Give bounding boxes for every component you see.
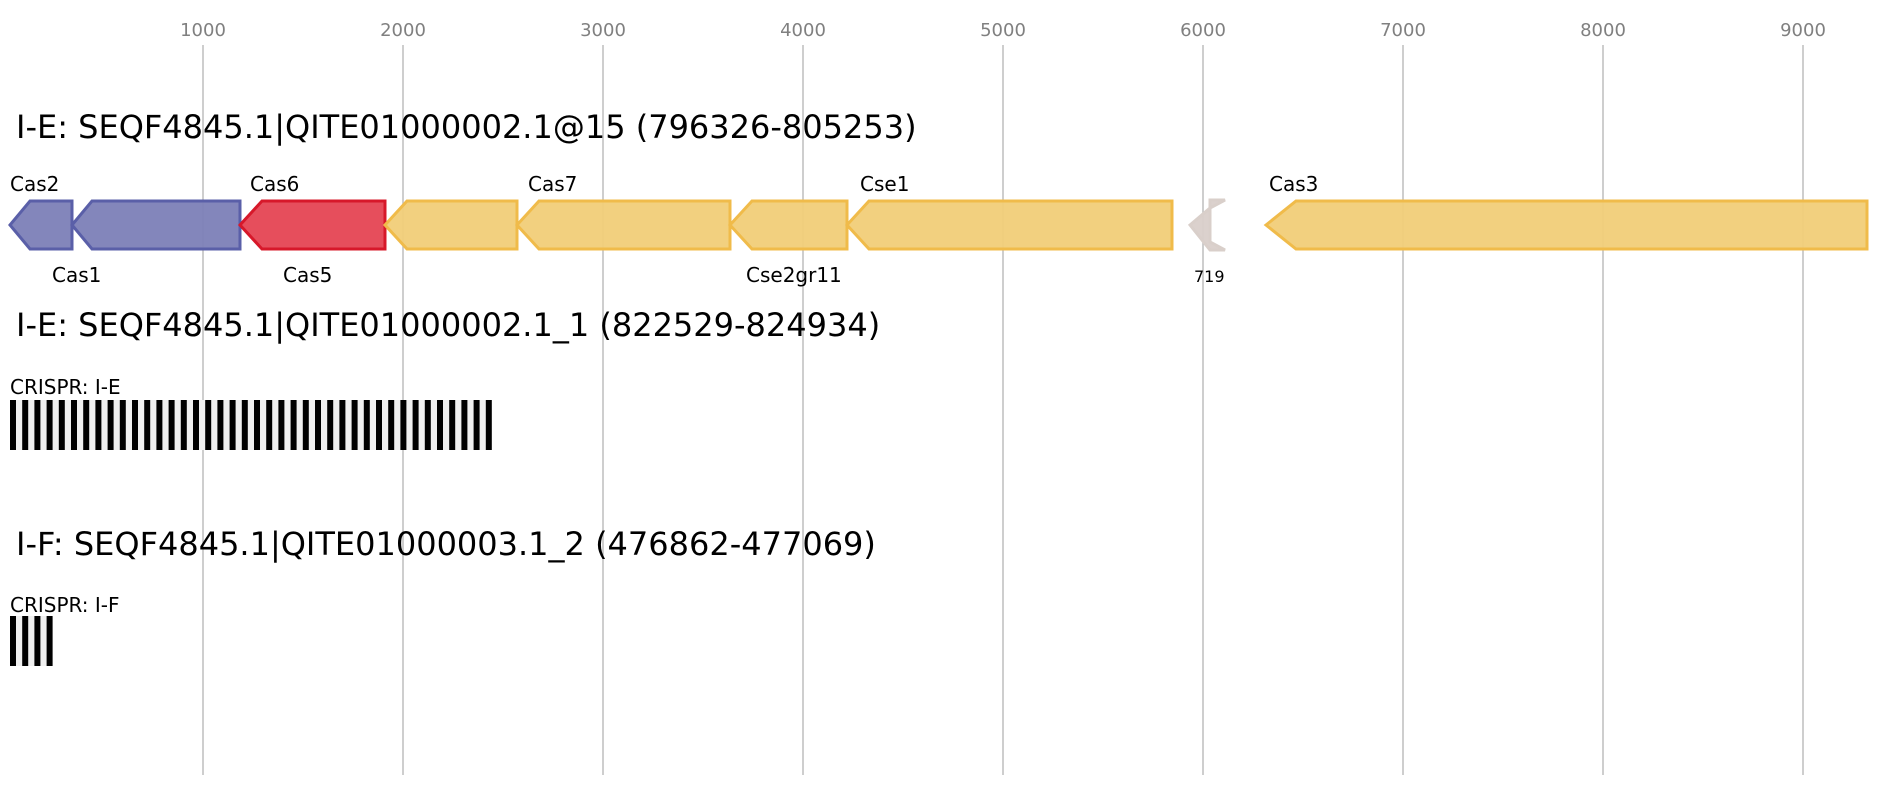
crispr-repeat xyxy=(278,400,285,450)
gene-label: Cas1 xyxy=(52,263,101,287)
crispr-repeat xyxy=(58,400,65,450)
tick-label: 2000 xyxy=(380,20,426,41)
gene-arrow-cas5[interactable] xyxy=(382,199,519,251)
crispr-repeat xyxy=(119,400,126,450)
crispr-repeat xyxy=(241,400,248,450)
gene-arrow-cse2gr11[interactable] xyxy=(727,199,849,251)
crispr-repeat xyxy=(144,400,151,450)
gene-arrow-719[interactable] xyxy=(1187,198,1226,252)
crispr-repeat xyxy=(83,400,90,450)
crispr-repeat xyxy=(254,400,260,450)
crispr-array xyxy=(10,616,53,666)
crispr-repeat xyxy=(180,400,187,450)
gene-arrow-cas1[interactable] xyxy=(70,199,242,251)
crispr-repeat xyxy=(400,400,407,450)
crispr-repeat xyxy=(339,400,346,450)
crispr-repeat xyxy=(363,400,370,450)
crispr-repeat xyxy=(46,400,53,450)
gene-arrow-cas7[interactable] xyxy=(514,199,732,251)
crispr-repeat xyxy=(473,400,480,450)
crispr-repeat xyxy=(437,400,443,450)
crispr-repeat xyxy=(376,400,382,450)
tick-label: 8000 xyxy=(1580,20,1626,41)
crispr-repeat xyxy=(290,400,297,450)
locus-title: I-E: SEQF4845.1|QITE01000002.1@15 (79632… xyxy=(16,108,917,146)
crispr-repeat xyxy=(156,400,163,450)
crispr-repeat xyxy=(388,400,395,450)
tick-label: 9000 xyxy=(1780,20,1826,41)
gene-label: Cas6 xyxy=(250,172,299,196)
locus-title: I-F: SEQF4845.1|QITE01000003.1_2 (476862… xyxy=(16,525,876,563)
crispr-repeat xyxy=(34,400,41,450)
gene-label: Cas3 xyxy=(1269,172,1318,196)
gene-label: 719 xyxy=(1194,267,1225,286)
crispr-label: CRISPR: I-E xyxy=(10,375,121,399)
gene-arrow-cas3[interactable] xyxy=(1263,199,1869,251)
gene-arrow-cas2[interactable] xyxy=(8,199,74,251)
crispr-repeat xyxy=(217,400,224,450)
tick-label: 7000 xyxy=(1380,20,1426,41)
tick-label: 4000 xyxy=(780,20,826,41)
crispr-repeat xyxy=(46,616,53,666)
crispr-repeat xyxy=(266,400,273,450)
crispr-background xyxy=(10,400,492,450)
crispr-repeat xyxy=(132,400,138,450)
crispr-background xyxy=(10,616,53,666)
crispr-repeat xyxy=(412,400,419,450)
tick-label: 1000 xyxy=(180,20,226,41)
crispr-repeat xyxy=(327,400,334,450)
crispr-array xyxy=(10,400,492,450)
crispr-repeat xyxy=(107,400,114,450)
crispr-repeat xyxy=(205,400,212,450)
crispr-repeat xyxy=(34,616,41,666)
tick-label: 5000 xyxy=(980,20,1026,41)
gene-label: Cas7 xyxy=(528,172,577,196)
crispr-repeat xyxy=(10,400,16,450)
gene-label: Cse2gr11 xyxy=(746,263,842,287)
crispr-repeat xyxy=(95,400,102,450)
crispr-repeat xyxy=(485,400,492,450)
crispr-repeat xyxy=(229,400,236,450)
tick-label: 3000 xyxy=(580,20,626,41)
crispr-repeat xyxy=(22,616,29,666)
crispr-repeat xyxy=(449,400,456,450)
crispr-repeat xyxy=(315,400,321,450)
crispr-repeat xyxy=(22,400,29,450)
crispr-repeat xyxy=(10,616,16,666)
tick-label: 6000 xyxy=(1180,20,1226,41)
crispr-repeat xyxy=(351,400,358,450)
gene-arrow-cse1[interactable] xyxy=(844,199,1174,251)
gene-label: Cas2 xyxy=(10,172,59,196)
gene-label: Cas5 xyxy=(283,263,332,287)
gene-arrow-cas6[interactable] xyxy=(237,199,387,251)
locus-title: I-E: SEQF4845.1|QITE01000002.1_1 (822529… xyxy=(16,306,880,344)
crispr-repeat xyxy=(168,400,175,450)
crispr-repeat xyxy=(424,400,431,450)
crispr-label: CRISPR: I-F xyxy=(10,593,120,617)
crispr-repeat xyxy=(193,400,199,450)
crispr-repeat xyxy=(302,400,309,450)
axis-grid: 1000 2000 3000 4000 5000 6000 7000 8000 9000 xyxy=(180,20,1826,775)
gene-label: Cse1 xyxy=(860,172,909,196)
crispr-repeat xyxy=(71,400,77,450)
crispr-repeat xyxy=(461,400,468,450)
